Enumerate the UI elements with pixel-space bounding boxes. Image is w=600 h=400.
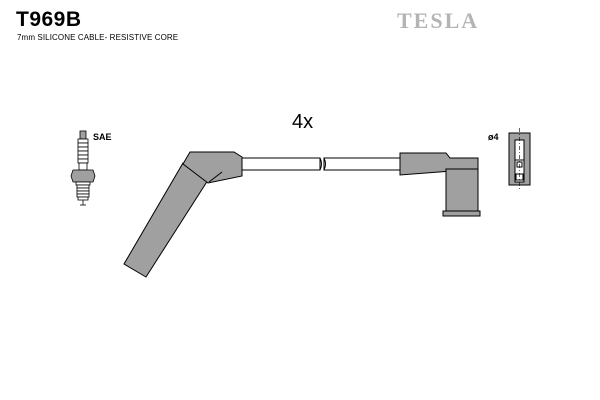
distributor-boot [399, 152, 481, 217]
terminal-icon [508, 128, 531, 190]
spark-plug-boot [123, 151, 243, 278]
spark-plug-icon [70, 130, 96, 206]
plug-standard-label: SAE [93, 132, 112, 142]
cable-description: 7mm SILICONE CABLE- RESISTIVE CORE [17, 33, 179, 42]
part-number: T969B [16, 8, 82, 31]
terminal-diameter-label: ø4 [488, 132, 499, 142]
ignition-cable [241, 157, 401, 171]
quantity-label: 4x [292, 111, 314, 133]
brand-logo: TESLA [397, 8, 480, 33]
